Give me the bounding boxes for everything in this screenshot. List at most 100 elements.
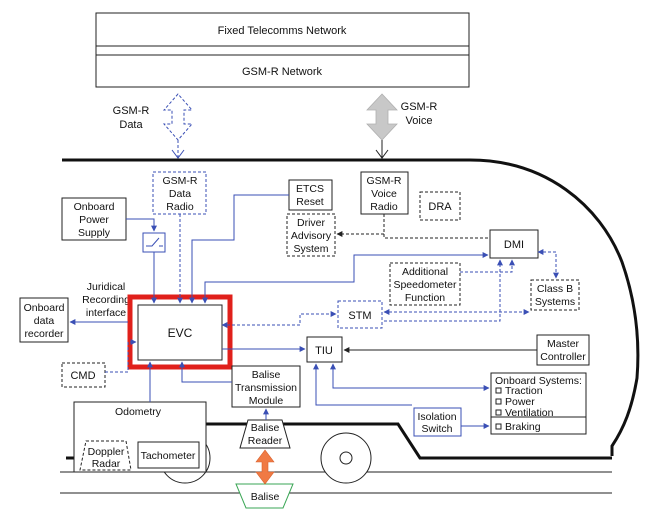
cmd: CMD — [61, 362, 106, 388]
driver-advisory-system: Driver Advisory System — [286, 213, 336, 257]
additional-speedometer-line2: Speedometer — [393, 279, 457, 291]
btm-line1: Balise — [252, 369, 281, 381]
link-reset-evc — [189, 194, 289, 304]
gsmr-data-label-line2: Data — [119, 119, 143, 131]
juridical-line3: interface — [86, 307, 126, 319]
gsmr-voice-radio-line3: Radio — [370, 201, 398, 213]
train-body-outline — [62, 158, 640, 456]
gsmr-voice-channel: GSM-R Voice — [366, 93, 438, 160]
etcs-reset: ETCS Reset — [288, 179, 333, 211]
onboard-data-recorder-line1: Onboard — [24, 302, 65, 314]
balise-reader-line2: Reader — [248, 435, 283, 447]
gsmr-data-radio: GSM-R Data Radio — [152, 171, 207, 215]
link-evc-dmi — [202, 252, 489, 304]
onboard-systems: Onboard Systems: Traction Power Ventilat… — [490, 372, 587, 435]
link-stm-dmi — [384, 259, 503, 322]
fixed-telecomms-network-label: Fixed Telecomms Network — [218, 25, 347, 37]
link-dmi-classb — [537, 249, 559, 279]
doppler-radar-line2: Radar — [92, 458, 121, 470]
gsmr-data-radio-line3: Radio — [166, 201, 194, 213]
class-b-systems-line1: Class B — [537, 283, 573, 295]
stm: STM — [337, 300, 383, 329]
juridical-line1: Juridical — [87, 281, 126, 293]
dra: DRA — [419, 191, 461, 221]
evc-label: EVC — [168, 326, 193, 340]
tachometer: Tachometer — [137, 441, 200, 469]
tiu: TIU — [306, 336, 343, 363]
balise-transmission-module: Balise Transmission Module — [231, 365, 301, 408]
juridical-recording-interface: Juridical Recording interface — [82, 281, 130, 319]
odometry-label: Odometry — [115, 406, 162, 418]
onboard-data-recorder-line3: recorder — [24, 328, 64, 340]
onboard-power-supply-line3: Supply — [78, 227, 111, 239]
link-tiu-onboard-systems — [330, 363, 490, 391]
stm-label: STM — [348, 310, 371, 322]
driver-advisory-system-line1: Driver — [297, 217, 326, 229]
master-controller-line2: Controller — [540, 351, 586, 363]
power-switch-icon — [142, 232, 166, 253]
gsmr-data-radio-line1: GSM-R — [163, 175, 198, 187]
master-controller-line1: Master — [547, 338, 580, 350]
gsmr-data-channel: GSM-R Data — [113, 93, 194, 160]
balise-link-arrow — [255, 449, 275, 485]
gsmr-voice-label-line1: GSM-R — [401, 101, 438, 113]
gsmr-network-label: GSM-R Network — [242, 66, 323, 78]
isolation-switch-line1: Isolation — [417, 411, 456, 423]
link-tiu-isolation — [313, 363, 412, 406]
balise-reader-line1: Balise — [251, 422, 280, 434]
dmi: DMI — [489, 229, 539, 259]
onboard-power-supply-line2: Power — [79, 214, 109, 226]
balise: Balise — [235, 483, 294, 509]
gsmr-voice-radio-line2: Voice — [371, 188, 397, 200]
etcs-reset-line1: ETCS — [296, 183, 324, 195]
link-voice-radio-dmi — [383, 214, 488, 239]
onboard-systems-title: Onboard Systems: — [495, 375, 582, 387]
doppler-radar: Doppler Radar — [79, 440, 132, 471]
isolation-switch: Isolation Switch — [413, 407, 462, 437]
link-speedometer-dmi — [460, 259, 515, 273]
evc: EVC — [137, 304, 223, 361]
class-b-systems: Class B Systems — [530, 279, 580, 311]
juridical-line2: Recording — [82, 294, 130, 306]
gsmr-data-label-line1: GSM-R — [113, 105, 150, 117]
gsmr-network: GSM-R Network — [95, 45, 470, 88]
onboard-data-recorder: Onboard data recorder — [19, 297, 69, 343]
link-cmd-evc — [105, 339, 137, 373]
dra-label: DRA — [428, 201, 452, 213]
doppler-radar-line1: Doppler — [88, 446, 125, 458]
isolation-switch-line2: Switch — [422, 423, 453, 435]
onboard-systems-item-ventilation: Ventilation — [505, 407, 554, 419]
gsmr-data-arrow — [162, 93, 194, 141]
btm-line2: Transmission — [235, 382, 297, 394]
additional-speedometer-function: Additional Speedometer Function — [389, 262, 461, 306]
link-evc-stm — [221, 311, 337, 328]
link-power-switch — [126, 218, 157, 232]
dmi-label: DMI — [504, 239, 524, 251]
driver-advisory-system-line2: Advisory — [291, 230, 332, 242]
etcs-reset-line2: Reset — [296, 196, 324, 208]
gsmr-voice-arrow — [366, 93, 398, 141]
class-b-systems-line2: Systems — [535, 296, 575, 308]
additional-speedometer-line1: Additional — [402, 266, 448, 278]
gsmr-voice-radio: GSM-R Voice Radio — [360, 171, 409, 215]
tiu-label: TIU — [315, 345, 333, 357]
driver-advisory-system-line3: System — [293, 243, 328, 255]
onboard-data-recorder-line2: data — [34, 315, 55, 327]
additional-speedometer-line3: Function — [405, 292, 445, 304]
onboard-systems-item-power: Power — [505, 396, 535, 408]
fixed-telecomms-network: Fixed Telecomms Network — [95, 12, 470, 47]
wheel-rear — [320, 432, 372, 484]
onboard-power-supply-line1: Onboard — [74, 201, 115, 213]
gsmr-data-radio-line2: Data — [169, 188, 191, 200]
onboard-power-supply: Onboard Power Supply — [61, 197, 127, 241]
onboard-systems-item-braking: Braking — [505, 421, 541, 433]
btm-line3: Module — [249, 395, 284, 407]
balise-reader: Balise Reader — [239, 419, 291, 449]
master-controller: Master Controller — [536, 334, 590, 366]
balise-label: Balise — [251, 491, 280, 503]
tachometer-label: Tachometer — [141, 450, 196, 462]
onboard-systems-item-traction: Traction — [505, 385, 543, 397]
gsmr-voice-label-line2: Voice — [406, 115, 433, 127]
cmd-label: CMD — [70, 370, 95, 382]
